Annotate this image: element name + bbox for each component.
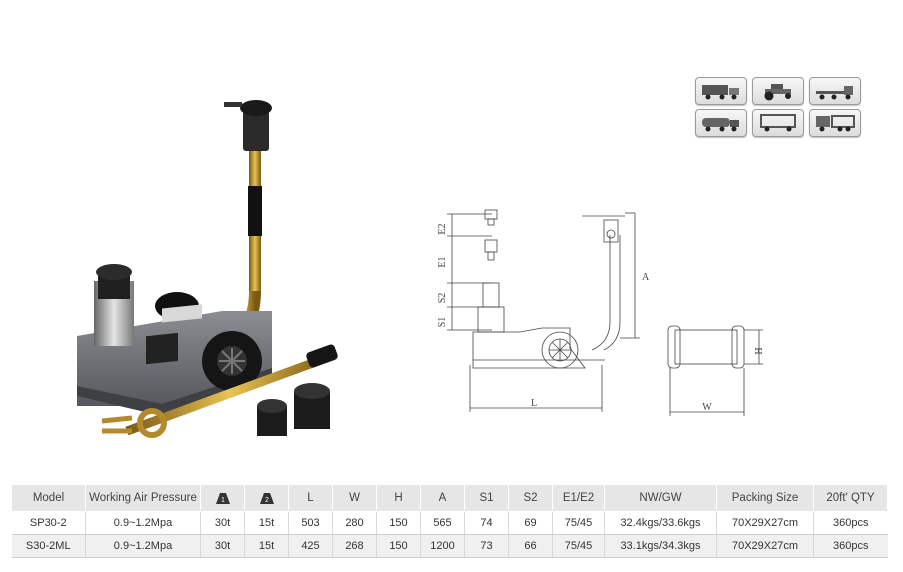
- weight-2-label: 2: [265, 497, 269, 504]
- box-truck-icon: [752, 109, 804, 137]
- cell-l: 503: [288, 511, 333, 535]
- cell-s1: 74: [464, 511, 509, 535]
- truck-icon: [695, 77, 747, 105]
- cell-weight-1: 30t: [200, 534, 245, 558]
- cell-weight-2: 15t: [244, 534, 289, 558]
- col-s1: S1: [464, 484, 509, 512]
- cell-model: SP30-2: [11, 511, 86, 535]
- dimension-diagram: E2 E1 S2 S1 A L H W: [437, 209, 765, 416]
- col-nw-gw: NW/GW: [604, 484, 717, 512]
- cell-pressure: 0.9~1.2Mpa: [85, 511, 201, 535]
- cell-nw-gw: 33.1kgs/34.3kgs: [604, 534, 717, 558]
- spec-table-header: Model Working Air Pressure 1 2 L W H A S…: [11, 484, 888, 512]
- spec-table: Model Working Air Pressure 1 2 L W H A S…: [11, 484, 888, 558]
- cell-weight-2: 15t: [244, 511, 289, 535]
- table-row: SP30-2 0.9~1.2Mpa 30t 15t 503 280 150 56…: [11, 511, 888, 535]
- col-working-air-pressure: Working Air Pressure: [85, 484, 201, 512]
- col-weight-stage-1: 1: [200, 484, 245, 512]
- col-model: Model: [11, 484, 86, 512]
- col-packing-size: Packing Size: [716, 484, 814, 512]
- cell-l: 425: [288, 534, 333, 558]
- cell-packing-size: 70X29X27cm: [716, 511, 814, 535]
- cell-model: S30-2ML: [11, 534, 86, 558]
- cell-h: 150: [376, 534, 421, 558]
- cell-e1-e2: 75/45: [552, 534, 605, 558]
- label-e2: E2: [437, 223, 448, 234]
- col-e1-e2: E1/E2: [552, 484, 605, 512]
- cell-a: 1200: [420, 534, 465, 558]
- label-e1: E1: [437, 256, 448, 267]
- col-a: A: [420, 484, 465, 512]
- col-w: W: [332, 484, 377, 512]
- cell-pressure: 0.9~1.2Mpa: [85, 534, 201, 558]
- cell-packing-size: 70X29X27cm: [716, 534, 814, 558]
- col-h: H: [376, 484, 421, 512]
- label-h: H: [754, 347, 765, 354]
- weight-2-icon: 2: [259, 493, 274, 504]
- product-photo: [77, 100, 338, 438]
- flatbed-truck-icon: [809, 77, 861, 105]
- trailer-icon: [809, 109, 861, 137]
- cell-s2: 69: [508, 511, 553, 535]
- col-s2: S2: [508, 484, 553, 512]
- tanker-truck-icon: [695, 109, 747, 137]
- tractor-icon: [752, 77, 804, 105]
- label-a: A: [642, 272, 650, 283]
- cell-w: 280: [332, 511, 377, 535]
- cell-20ft-qty: 360pcs: [813, 534, 888, 558]
- col-weight-stage-2: 2: [244, 484, 289, 512]
- cell-a: 565: [420, 511, 465, 535]
- label-w: W: [702, 402, 712, 413]
- label-s2: S2: [437, 293, 448, 304]
- cell-20ft-qty: 360pcs: [813, 511, 888, 535]
- col-l: L: [288, 484, 333, 512]
- weight-1-label: 1: [221, 497, 225, 504]
- label-l: L: [531, 398, 537, 409]
- cell-e1-e2: 75/45: [552, 511, 605, 535]
- vehicle-icons: [695, 77, 865, 137]
- col-20ft-qty: 20ft' QTY: [813, 484, 888, 512]
- cell-nw-gw: 32.4kgs/33.6kgs: [604, 511, 717, 535]
- weight-1-icon: 1: [215, 493, 230, 504]
- label-s1: S1: [437, 317, 448, 328]
- table-row: S30-2ML 0.9~1.2Mpa 30t 15t 425 268 150 1…: [11, 534, 888, 558]
- cell-s1: 73: [464, 534, 509, 558]
- cell-w: 268: [332, 534, 377, 558]
- cell-weight-1: 30t: [200, 511, 245, 535]
- cell-h: 150: [376, 511, 421, 535]
- cell-s2: 66: [508, 534, 553, 558]
